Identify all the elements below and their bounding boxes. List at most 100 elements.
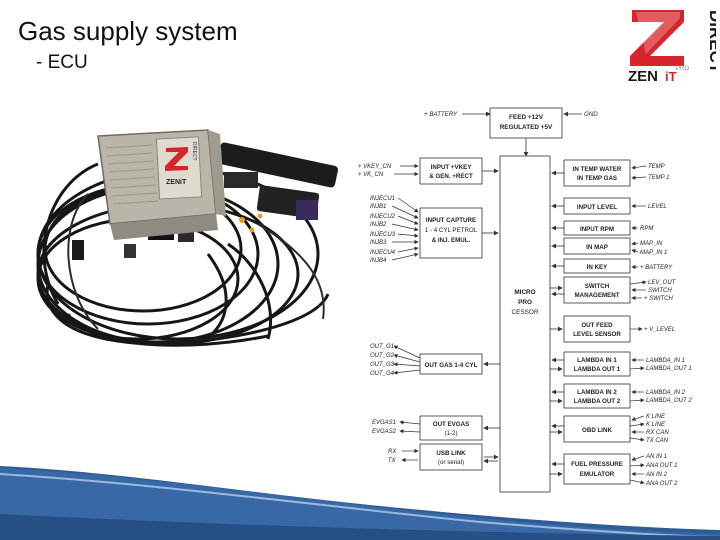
usb-box-line-2: (or serial) [438, 459, 464, 466]
ecu-product-photo: ZENiT DIRECT [36, 129, 339, 347]
box-input-vkey [419, 157, 483, 185]
key-box-line-1: IN KEY [587, 264, 609, 271]
logo-direct-text: DIRECT [706, 10, 716, 74]
sig-rx: RX [388, 449, 397, 455]
micro-line-1: MICRO [514, 289, 535, 296]
feed-out-box-line-1: OUT FEED [581, 322, 613, 329]
sig-out-g1: OUT_G1 [370, 344, 394, 350]
sig-injb3: INJB3 [370, 240, 387, 246]
sig-vk-cn: + VK_CN [358, 172, 384, 178]
box-lambda-2 [563, 383, 631, 409]
sig-out-g4: OUT_G4 [370, 371, 395, 377]
sig-evgas2: EVGAS2 [372, 429, 397, 435]
evgas-box-line-1: OUT EVGAS [433, 421, 469, 428]
sig-lambda-out1: LAMBDA_OUT 1 [646, 366, 692, 372]
logo-z-mark [630, 10, 684, 66]
sig-ana-out1: ANA OUT 1 [645, 463, 677, 469]
sig-k-line-1: K LINE [646, 414, 666, 420]
sig-lambda-in2: LAMBDA_IN 2 [646, 390, 686, 396]
ecu-box: ZENiT DIRECT [97, 129, 226, 240]
sig-temp: TEMP [648, 164, 665, 170]
fuel-box-line-2: EMULATOR [580, 471, 615, 478]
sig-v-level: + V_LEVEL [644, 327, 675, 333]
zenit-direct-logo: ZEN iT PRO DIRECT [628, 10, 716, 85]
obd-box-line-1: OBD LINK [582, 427, 612, 434]
sig-lambda-out2: LAMBDA_OUT 2 [646, 398, 692, 404]
logo-zen-text: ZEN [628, 68, 658, 85]
rpm-box-line-1: INPUT RPM [580, 226, 614, 233]
lambda1-box-line-1: LAMBDA IN 1 [577, 357, 617, 364]
sig-vkey-cn: + VKEY_CN [358, 164, 392, 170]
switch-box-line-1: SWITCH [585, 283, 610, 290]
sig-map-in1: MAP_IN 1 [640, 250, 667, 256]
sig-tx-can: TX CAN [646, 438, 669, 444]
lambda1-box-line-2: LAMBDA OUT 1 [574, 366, 621, 373]
evgas-box-line-2: (1-2) [444, 430, 457, 437]
signal-gnd: GND [584, 111, 598, 118]
sig-plus-switch: + SWITCH [644, 296, 674, 302]
sig-rx-can: RX CAN [646, 430, 669, 436]
sig-k-line-2: K LINE [646, 422, 666, 428]
sig-injecu4: INJECU4 [370, 250, 396, 256]
box-out-feed [563, 315, 631, 343]
outgas-box-line-1: OUT GAS 1-4 CYL [425, 362, 478, 369]
feed-box-line-2: REGULATED +5V [500, 124, 553, 131]
level-box-line-1: INPUT LEVEL [577, 204, 617, 211]
sig-evgas1: EVGAS1 [372, 420, 396, 426]
sig-out-g2: OUT_G2 [370, 353, 395, 359]
lambda2-box-line-2: LAMBDA OUT 2 [574, 398, 621, 405]
micro-line-3: CESSOR [512, 309, 539, 316]
micro-line-2: PRO [518, 299, 532, 306]
device-line-text: DIRECT [191, 142, 197, 161]
sig-battery-key: + BATTERY [640, 265, 673, 271]
sig-rpm: RPM [640, 226, 653, 232]
box-input-capture [419, 207, 483, 259]
sig-ana-out2: ANA OUT 2 [645, 481, 678, 487]
usb-box-line-1: USB LINK [436, 450, 466, 457]
connector-block [217, 142, 339, 188]
fuel-box-line-1: FUEL PRESSURE [571, 461, 623, 468]
sig-injb1: INJB1 [370, 204, 386, 210]
box-out-evgas [419, 415, 483, 441]
vkey-box-line-2: & GEN. +RECT [429, 173, 473, 180]
vkey-box-line-1: INPUT +VKEY [431, 164, 473, 171]
slide-title: Gas supply system [18, 16, 238, 46]
inj-box-line-2: 1 - 4 CYL PETROL [425, 227, 478, 234]
sig-lambda-in1: LAMBDA_IN 1 [646, 358, 685, 364]
box-switch-management [563, 276, 631, 304]
sig-injb4: INJB4 [370, 258, 387, 264]
feed-box-line-1: FEED +12V [509, 114, 544, 121]
sig-map-in: MAP_IN [640, 241, 663, 247]
sig-out-g3: OUT_G3 [370, 362, 395, 368]
sig-tx: TX [388, 458, 397, 464]
box-usb-link [419, 443, 483, 471]
temp-box-line-1: IN TEMP WATER [573, 166, 622, 173]
sig-temp1: TEMP 1 [648, 175, 669, 181]
sig-injecu2: INJECU2 [370, 214, 396, 220]
sig-switch: SWITCH [648, 288, 672, 294]
feed-box [489, 107, 563, 139]
ecu-block-diagram: + BATTERY GND FEED +12V REGULATED +5V MI… [358, 107, 692, 493]
feed-out-box-line-2: LEVEL SENSOR [573, 331, 621, 338]
lambda2-box-line-1: LAMBDA IN 2 [577, 389, 617, 396]
box-lambda-1 [563, 351, 631, 377]
microprocessor-box [499, 155, 551, 493]
logo-it-text: iT [665, 69, 677, 84]
sig-lev-out: LEV_OUT [648, 280, 677, 286]
box-fuel-pressure [563, 453, 631, 485]
box-out-gas [419, 353, 483, 375]
inj-box-line-1: INPUT CAPTURE [426, 217, 476, 224]
switch-box-line-2: MANAGEMENT [574, 292, 619, 299]
box-obd-link [563, 415, 631, 443]
sig-level: LEVEL [648, 204, 667, 210]
device-brand-text: ZENiT [166, 179, 187, 186]
sig-injecu3: INJECU3 [370, 232, 396, 238]
temp-box-line-2: IN TEMP GAS [577, 175, 617, 182]
signal-battery-top: + BATTERY [424, 111, 458, 118]
slide-subtitle: - ECU [36, 52, 88, 73]
bottom-wave-band [0, 466, 720, 540]
logo-pro-text: PRO [676, 66, 689, 72]
sig-an-in2: AN IN 2 [645, 472, 668, 478]
box-in-temp [563, 159, 631, 187]
map-box-line-1: IN MAP [586, 244, 608, 251]
